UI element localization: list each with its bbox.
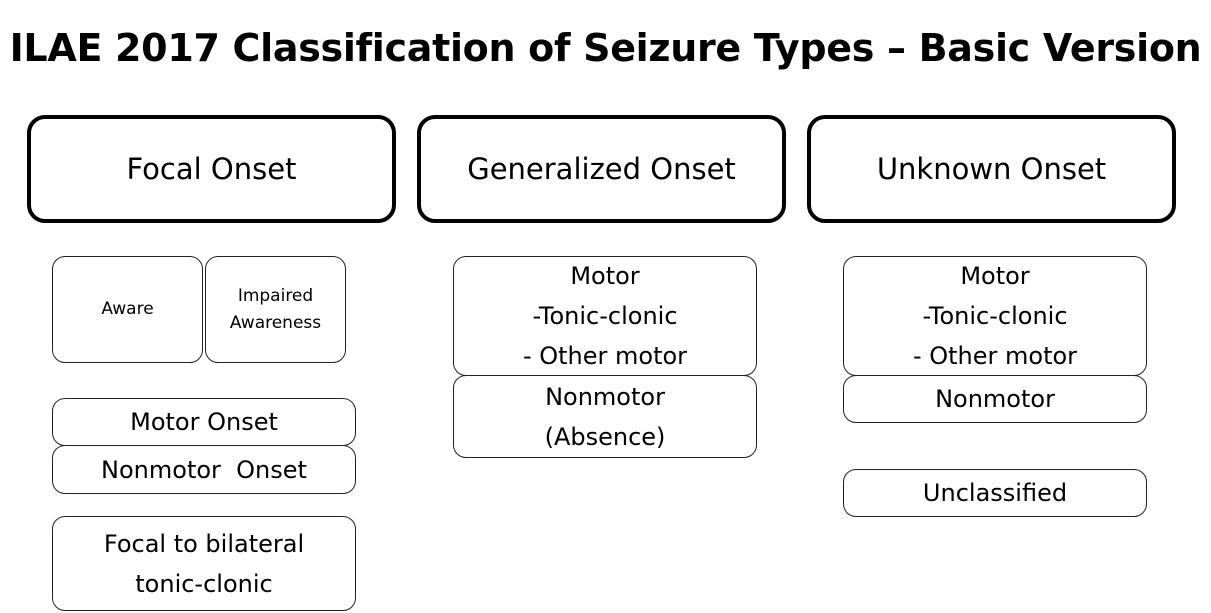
generalized-nonmotor-line-1: Nonmotor	[545, 382, 665, 411]
motor-onset-label: Motor Onset	[130, 408, 278, 436]
generalized-nonmotor-box: Nonmotor (Absence)	[453, 375, 757, 458]
impaired-awareness-line-1: Impaired	[237, 285, 314, 306]
unclassified-box: Unclassified	[843, 469, 1147, 517]
generalized-motor-line-3: - Other motor	[522, 342, 688, 370]
impaired-awareness-line-2: Awareness	[229, 312, 322, 333]
generalized-motor-box: Motor -Tonic-clonic - Other motor	[453, 256, 757, 376]
impaired-awareness-box: Impaired Awareness	[205, 256, 346, 363]
nonmotor-onset-label: Nonmotor Onset	[101, 455, 307, 484]
focal-to-bilateral-box: Focal to bilateral tonic-clonic	[52, 516, 356, 611]
generalized-onset-header-label: Generalized Onset	[467, 152, 736, 186]
aware-box: Aware	[52, 256, 203, 363]
nonmotor-onset-box: Nonmotor Onset	[52, 445, 356, 494]
unknown-motor-box: Motor -Tonic-clonic - Other motor	[843, 256, 1147, 376]
unknown-motor-line-1: Motor	[960, 262, 1030, 290]
unknown-nonmotor-box: Nonmotor	[843, 375, 1147, 423]
generalized-motor-line-2: -Tonic-clonic	[532, 302, 678, 330]
aware-label: Aware	[101, 299, 154, 319]
unknown-onset-header: Unknown Onset	[807, 115, 1176, 223]
unclassified-label: Unclassified	[922, 479, 1068, 507]
unknown-motor-line-2: -Tonic-clonic	[922, 302, 1068, 330]
motor-onset-box: Motor Onset	[52, 398, 356, 446]
generalized-onset-header: Generalized Onset	[417, 115, 786, 223]
focal-onset-header: Focal Onset	[27, 115, 396, 223]
unknown-onset-header-label: Unknown Onset	[876, 152, 1107, 186]
focal-to-bilateral-line-2: tonic-clonic	[135, 569, 273, 598]
generalized-nonmotor-line-2: (Absence)	[544, 422, 666, 451]
unknown-motor-line-3: - Other motor	[912, 342, 1078, 370]
focal-to-bilateral-line-1: Focal to bilateral	[103, 529, 305, 558]
page-title: ILAE 2017 Classification of Seizure Type…	[9, 26, 1202, 70]
focal-onset-header-label: Focal Onset	[126, 152, 297, 186]
generalized-motor-line-1: Motor	[570, 262, 640, 290]
unknown-nonmotor-label: Nonmotor	[935, 385, 1055, 413]
